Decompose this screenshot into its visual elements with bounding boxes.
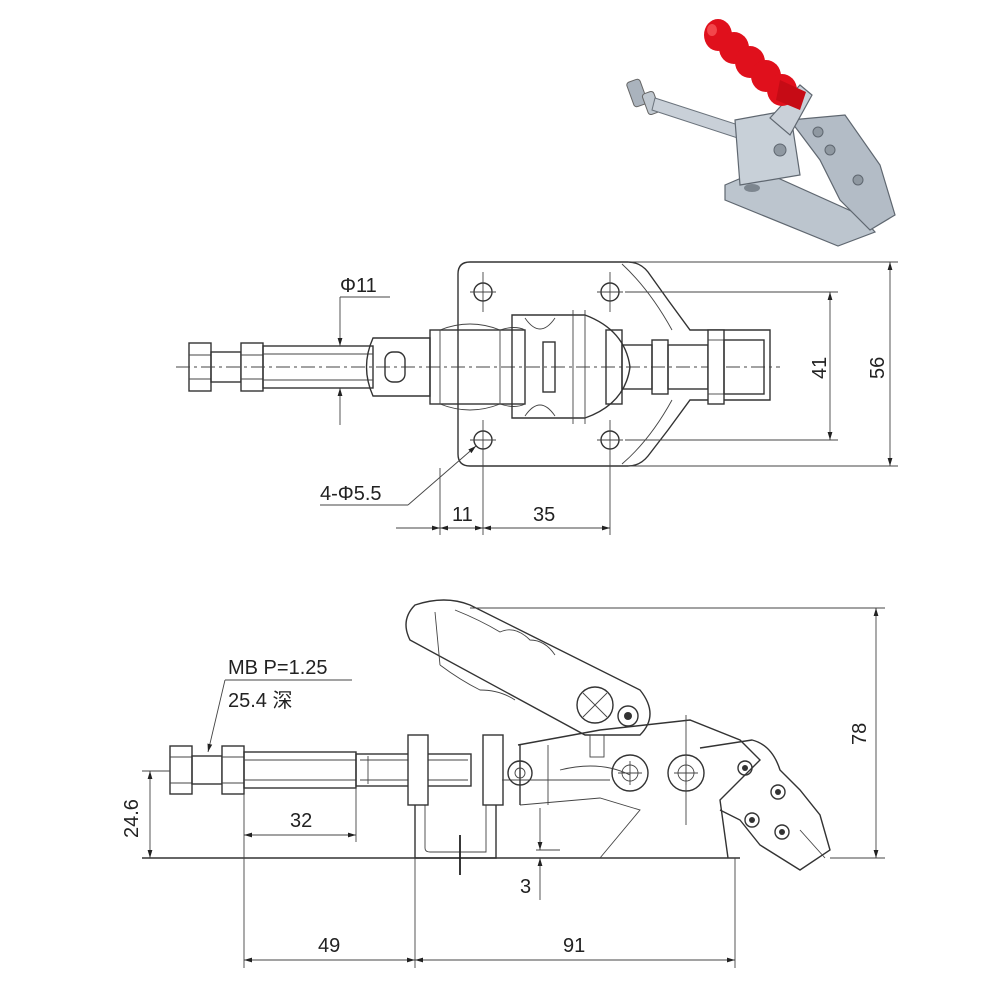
top-guide-body bbox=[429, 329, 526, 405]
photo-plunger-rod bbox=[626, 78, 761, 145]
dim-91: 91 bbox=[563, 935, 585, 957]
side-clamp-arm bbox=[699, 739, 831, 871]
photo-red-handle bbox=[704, 19, 806, 110]
side-hex-nut-left bbox=[169, 745, 193, 795]
dim-78: 78 bbox=[849, 723, 871, 745]
top-mount-hole bbox=[470, 272, 496, 312]
dim-hole-note: 4-Φ5.5 bbox=[320, 483, 382, 505]
side-hex-nut-right bbox=[221, 745, 245, 795]
side-handle-lever bbox=[405, 599, 651, 736]
top-mount-hole bbox=[470, 420, 496, 460]
top-base-plate bbox=[457, 261, 771, 467]
top-mount-hole bbox=[597, 420, 623, 460]
top-mount-hole bbox=[597, 272, 623, 312]
photo-base bbox=[724, 109, 896, 247]
dim-35: 35 bbox=[533, 504, 555, 526]
dim-49: 49 bbox=[318, 935, 340, 957]
dim-56: 56 bbox=[867, 357, 889, 379]
dim-11: 11 bbox=[452, 504, 473, 526]
top-view: Φ11 4-Φ5.5 11 35 41 56 bbox=[176, 261, 898, 535]
dim-32: 32 bbox=[290, 810, 312, 832]
dim-24-6: 24.6 bbox=[121, 799, 143, 838]
dim-shaft-diameter: Φ11 bbox=[340, 275, 377, 297]
dim-3: 3 bbox=[520, 876, 531, 898]
product-photo bbox=[626, 19, 896, 247]
side-plunger-rod bbox=[243, 751, 357, 789]
side-view: MB P=1.25 25.4 深 24.6 32 3 49 91 78 bbox=[121, 599, 885, 968]
dim-thread-depth: 25.4 深 bbox=[228, 689, 292, 712]
dim-41: 41 bbox=[809, 357, 831, 379]
dim-thread-note: MB P=1.25 bbox=[228, 657, 328, 679]
